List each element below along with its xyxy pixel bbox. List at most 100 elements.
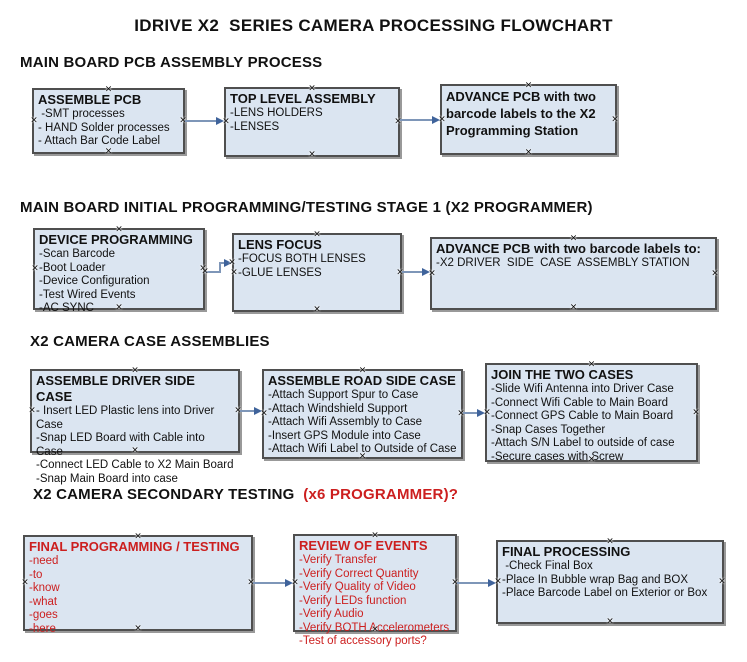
- box-title: REVIEW OF EVENTS: [299, 538, 428, 553]
- flow-box-join-the-two-cases[interactable]: JOIN THE TWO CASES -Slide Wifi Antenna i…: [483, 360, 700, 464]
- box-line: -know: [29, 582, 60, 594]
- flow-box-final-processing[interactable]: FINAL PROCESSING -Check Final Box-Place …: [494, 537, 726, 627]
- box-line: -Snap Main Board into case: [36, 472, 178, 485]
- box-line: -Device Configuration: [39, 275, 150, 287]
- flow-box-device-programming[interactable]: DEVICE PROGRAMMING -Scan Barcode-Boot Lo…: [31, 225, 207, 314]
- box-line: -Insert GPS Module into Case: [268, 429, 421, 442]
- box-line: -Connect Wifi Cable to Main Board: [491, 396, 669, 409]
- box-lines: -need-to-know-what-goes-here: [29, 555, 247, 636]
- box-line: - Attach Bar Code Label: [38, 135, 161, 147]
- box-line: -Snap Cases Together: [491, 423, 606, 436]
- flow-box-assemble-driver-side-case[interactable]: ASSEMBLE DRIVER SIDE CASE - Insert LED P…: [28, 366, 242, 485]
- box-line: -Scan Barcode: [39, 248, 116, 260]
- connector-line: [185, 120, 217, 122]
- flow-box-review-of-events[interactable]: REVIEW OF EVENTS -Verify Transfer-Verify…: [291, 531, 459, 647]
- box-lines: - Insert LED Plastic lens into Driver Ca…: [36, 405, 234, 486]
- box-line: -Test of accessory ports?: [299, 635, 427, 647]
- box-line: -Verify Transfer: [299, 554, 377, 566]
- connector-line: [205, 271, 221, 273]
- box-title: ASSEMBLE DRIVER SIDE CASE: [36, 373, 199, 404]
- box-title: ADVANCE PCB with two barcode labels to t…: [446, 89, 600, 138]
- connector-device-programming-to-lens-focus[interactable]: × ×: [201, 258, 236, 276]
- box-line: -goes: [29, 609, 58, 621]
- box-line: -Attach S/N Label to outside of case: [491, 437, 675, 449]
- flow-box-lens-focus[interactable]: LENS FOCUS -FOCUS BOTH LENSES-GLUE LENSE…: [230, 230, 404, 315]
- box-lines: -Verify Transfer-Verify Correct Quantity…: [299, 554, 451, 649]
- box-title: ASSEMBLE PCB: [38, 92, 142, 107]
- flow-box-top-level-assembly[interactable]: TOP LEVEL ASSEMBLY -LENS HOLDERS-LENSES …: [222, 84, 402, 159]
- box-line: -Place In Bubble wrap Bag and BOX: [502, 573, 689, 586]
- box-line: -Verify BOTH Accelerometers: [299, 621, 450, 634]
- box-line: -AC SYNC: [39, 302, 94, 314]
- box-title: FINAL PROCESSING: [502, 544, 631, 559]
- anchor-right-icon: ×: [718, 576, 726, 587]
- box-lines: -LENS HOLDERS-LENSES: [230, 107, 394, 134]
- connector-line: [253, 582, 286, 584]
- anchor-left-icon: ×: [28, 405, 36, 416]
- section-heading-black-part: X2 CAMERA SECONDARY TESTING: [33, 486, 304, 503]
- page-title: IDRIVE X2 SERIES CAMERA PROCESSING FLOWC…: [134, 16, 613, 35]
- box-line: -Check Final Box: [502, 560, 593, 572]
- box-title: ASSEMBLE ROAD SIDE CASE: [268, 373, 456, 388]
- section-heading-red-part: (x6 PROGRAMMER)?: [303, 486, 459, 503]
- arrow-right-icon: [254, 407, 262, 415]
- connector-line: [240, 410, 255, 412]
- section-heading-initial-programming: MAIN BOARD INITIAL PROGRAMMING/TESTING S…: [20, 199, 593, 216]
- connector-line: [219, 262, 225, 264]
- flow-box-assemble-pcb[interactable]: ASSEMBLE PCB -SMT processes- HAND Solder…: [30, 85, 187, 156]
- anchor-bottom-icon: ×: [569, 302, 578, 313]
- box-title: FINAL PROGRAMMING / TESTING: [29, 539, 240, 554]
- box-line: -LENS HOLDERS: [230, 107, 323, 119]
- box-line: -SMT processes: [38, 108, 125, 120]
- section-heading-case-assemblies: X2 CAMERA CASE ASSEMBLIES: [30, 333, 270, 350]
- connector-line: [400, 119, 433, 121]
- arrow-right-icon: [488, 579, 496, 587]
- arrow-right-icon: [432, 116, 440, 124]
- box-line: -Verify Quality of Video: [299, 581, 416, 593]
- box-line: - Insert LED Plastic lens into Driver Ca…: [36, 405, 218, 431]
- box-line: -Attach Windshield Support: [268, 402, 408, 415]
- box-line: -Connect GPS Cable to Main Board: [491, 410, 674, 422]
- box-line: -Verify Correct Quantity: [299, 567, 419, 580]
- box-title: DEVICE PROGRAMMING: [39, 232, 193, 247]
- flow-box-final-programming-testing[interactable]: FINAL PROGRAMMING / TESTING -need-to-kno…: [21, 532, 255, 635]
- box-lines: -FOCUS BOTH LENSES-GLUE LENSES: [238, 253, 396, 280]
- connector-line: [463, 412, 478, 414]
- section-heading-secondary-testing: X2 CAMERA SECONDARY TESTING (x6 PROGRAMM…: [33, 486, 458, 503]
- anchor-right-icon: ×: [457, 408, 465, 419]
- anchor-bottom-icon: ×: [313, 304, 321, 315]
- flow-box-advance-pcb-programming-station[interactable]: ADVANCE PCB with two barcode labels to t…: [438, 81, 619, 158]
- section-heading-pcb-assembly: MAIN BOARD PCB ASSEMBLY PROCESS: [20, 54, 323, 71]
- box-title: ADVANCE PCB with two barcode labels to:: [436, 241, 701, 256]
- anchor-right-icon: ×: [692, 407, 700, 417]
- box-line: -Attach Wifi Label to Outside of Case: [268, 443, 457, 455]
- connector-line: [219, 262, 221, 273]
- box-line: -GLUE LENSES: [238, 266, 322, 279]
- box-lines: -Scan Barcode-Boot Loader-Device Configu…: [39, 248, 199, 316]
- anchor-bottom-icon: ×: [606, 616, 614, 627]
- box-lines: -X2 DRIVER SIDE CASE ASSEMBLY STATION: [436, 257, 711, 271]
- anchor-left-icon: ×: [31, 263, 39, 274]
- flow-box-assemble-road-side-case[interactable]: ASSEMBLE ROAD SIDE CASE -Attach Support …: [260, 366, 465, 461]
- anchor-left-icon: ×: [30, 115, 38, 126]
- box-line: -Attach Support Spur to Case: [268, 389, 419, 401]
- box-lines: -Check Final Box-Place In Bubble wrap Ba…: [502, 560, 718, 601]
- anchor-bottom-icon: ×: [524, 147, 533, 158]
- arrow-right-icon: [285, 579, 293, 587]
- box-line: -FOCUS BOTH LENSES: [238, 253, 366, 265]
- box-line: -Test Wired Events: [39, 288, 136, 301]
- box-line: -LENSES: [230, 120, 280, 133]
- box-lines: -SMT processes- HAND Solder processes- A…: [38, 108, 179, 149]
- box-line: -Slide Wifi Antenna into Driver Case: [491, 383, 674, 395]
- box-line: -Attach Wifi Assembly to Case: [268, 416, 423, 428]
- box-line: -Connect LED Cable to X2 Main Board: [36, 459, 234, 471]
- box-lines: -Slide Wifi Antenna into Driver Case-Con…: [491, 383, 692, 464]
- arrow-right-icon: [477, 409, 485, 417]
- box-line: -what: [29, 595, 58, 608]
- box-line: -need: [29, 555, 59, 567]
- box-line: -here: [29, 622, 56, 635]
- box-line: -Verify Audio: [299, 608, 364, 620]
- anchor-right-icon: ×: [611, 114, 619, 124]
- flow-box-advance-pcb-driver-side-station[interactable]: ADVANCE PCB with two barcode labels to: …: [428, 234, 719, 313]
